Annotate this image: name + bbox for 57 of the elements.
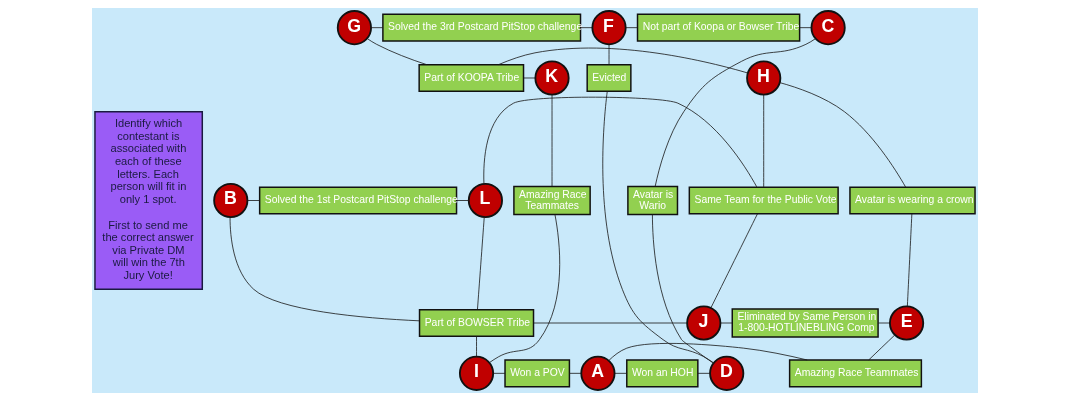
- connector: [608, 44, 610, 66]
- connector: [906, 213, 913, 307]
- node-circle: H: [746, 60, 782, 96]
- connector: [551, 94, 553, 187]
- node-circle: D: [709, 355, 745, 391]
- node-box: Part of BOWSER Tribe: [418, 308, 535, 338]
- node-box: Avatar is Wario: [627, 185, 679, 216]
- connector: [652, 214, 714, 364]
- node-box: Amazing Race Teammates: [788, 359, 923, 388]
- connector: [625, 27, 638, 29]
- node-box: Won a POV: [504, 359, 571, 388]
- connector: [477, 216, 485, 310]
- connector: [654, 38, 816, 187]
- node-box: Same Team for the Public Vote: [688, 186, 839, 215]
- node-box: Avatar is wearing a crown: [849, 186, 976, 215]
- connector: [456, 200, 470, 201]
- node-circle: B: [213, 182, 249, 219]
- connector: [608, 343, 808, 362]
- connector: [498, 47, 749, 74]
- node-circle: L: [467, 182, 503, 219]
- node-box: Amazing Race Teammates: [513, 185, 591, 216]
- node-box: Evicted: [586, 63, 632, 93]
- connector: [533, 322, 688, 324]
- node-circle: I: [458, 355, 495, 391]
- node-box: Part of KOOPA Tribe: [418, 63, 525, 93]
- connector: [720, 322, 733, 324]
- connector: [483, 96, 758, 188]
- connector: [370, 27, 384, 29]
- connector: [779, 82, 906, 188]
- node-circle: A: [580, 355, 616, 391]
- node-box: Identify which contestant is associated with each of these letters. Each person will fit in only 1 spot. First to send me the correct answer via Private DM will win the 7th Jury Vote!: [94, 110, 204, 291]
- connector: [763, 94, 765, 188]
- connector: [488, 214, 561, 364]
- node-circle: K: [534, 60, 570, 96]
- connector: [229, 216, 420, 322]
- connector: [523, 77, 536, 79]
- connector: [366, 38, 428, 66]
- connector: [476, 336, 477, 357]
- connector: [492, 372, 506, 374]
- connector: [569, 372, 582, 374]
- node-box: Not part of Koopa or Bowser Tribe: [636, 13, 801, 42]
- connector: [614, 372, 628, 374]
- node-circle: C: [810, 10, 846, 46]
- connector: [247, 200, 260, 201]
- connector: [868, 334, 896, 361]
- connector: [697, 372, 711, 374]
- connector: [710, 213, 758, 309]
- node-circle: J: [686, 305, 722, 341]
- node-circle: E: [889, 305, 925, 341]
- node-circle: F: [591, 10, 627, 46]
- node-box: Eliminated by Same Person in 1-800-HOTLINEBLING Comp: [731, 308, 879, 338]
- connector: [799, 27, 812, 29]
- connector: [602, 91, 715, 364]
- connector: [877, 322, 891, 324]
- node-circle: G: [336, 10, 372, 46]
- connector: [580, 27, 593, 29]
- node-box: Won an HOH: [626, 359, 699, 388]
